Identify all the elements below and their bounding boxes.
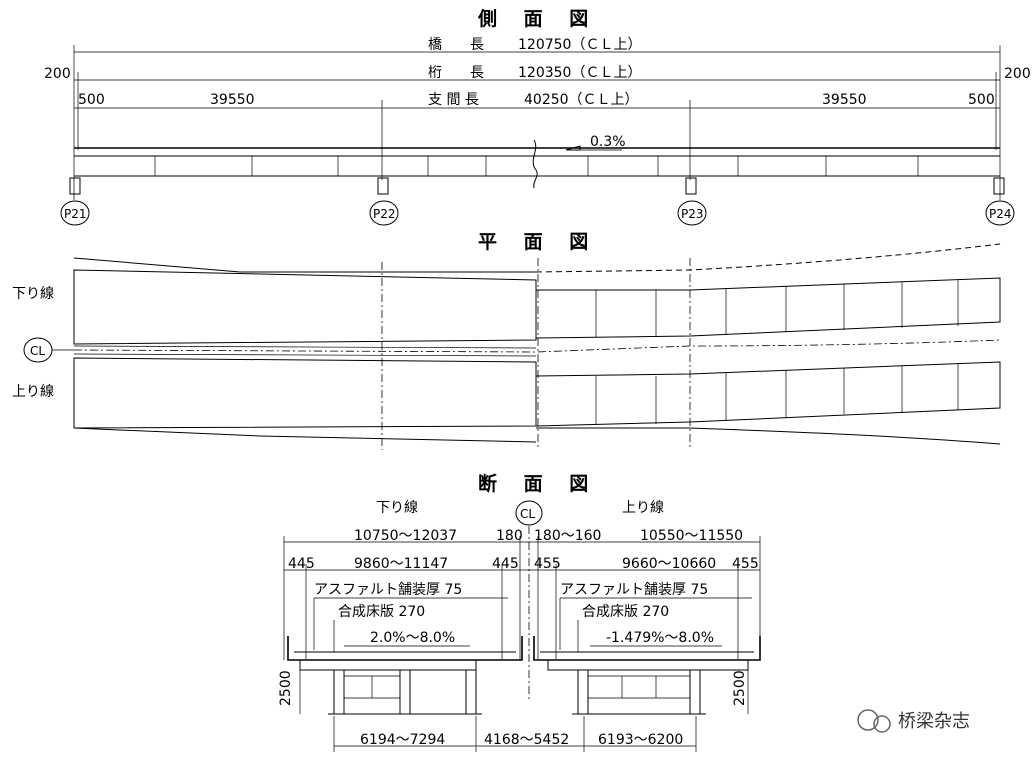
gradient-label: 0.3%	[590, 134, 626, 150]
left-edge-dim-left: 445	[288, 556, 315, 572]
right-height-dim: 2500	[732, 670, 748, 706]
right-edge-dim-right: 455	[732, 556, 759, 572]
right-asphalt-note: アスファルト舗装厚 75	[560, 582, 708, 598]
plan-view-title: 平 面 図	[478, 231, 598, 253]
pier-p24: P24	[985, 200, 1015, 226]
cross-section: 断 面 図 CL 下り線 上り線 10750～12037 180 180～160…	[278, 472, 761, 752]
right-girder-spacing: 6193～6200	[598, 732, 683, 748]
plan-view: 平 面 図 CL	[12, 231, 1001, 450]
bearing-dim-left: 500	[78, 92, 105, 108]
span-dim-right: 39550	[822, 92, 867, 108]
side-view: 側 面 図 橋 長 120750（ＣＬ上） 桁 長 120350（ＣＬ上） 20…	[44, 8, 1031, 226]
centerline-marker	[23, 337, 53, 363]
down-line-label: 下り線	[12, 286, 54, 302]
left-girder-spacing: 6194～7294	[360, 732, 445, 748]
girder-length-value: 120350（ＣＬ上）	[518, 65, 641, 81]
bridge-length-value: 120750（ＣＬ上）	[518, 37, 641, 53]
section-right-name: 上り線	[622, 500, 664, 516]
pier-label: P21	[64, 207, 87, 221]
section-centerline-label: CL	[520, 507, 535, 521]
right-overall-dim: 10550～11550	[640, 528, 743, 544]
left-median-dim: 180	[496, 528, 523, 544]
watermark: 桥梁杂志	[857, 709, 970, 733]
watermark-icon	[857, 709, 879, 731]
side-view-title: 側 面 図	[477, 8, 598, 30]
median-gap: 4168～5452	[484, 732, 569, 748]
pier-p23: P23	[677, 200, 707, 226]
section-view-title: 断 面 図	[478, 472, 598, 495]
right-edge-dim-left: 455	[534, 556, 561, 572]
left-roadway-dim: 9860～11147	[354, 556, 448, 572]
pier-label: P22	[373, 207, 396, 221]
stiffeners	[154, 156, 919, 176]
up-line-label: 上り線	[12, 384, 54, 400]
left-crossfall: 2.0%～8.0%	[370, 630, 455, 646]
section-centerline-marker	[515, 500, 543, 526]
left-overall-dim: 10750～12037	[354, 528, 457, 544]
right-roadway-dim: 9660～10660	[622, 556, 716, 572]
girder-length-label: 桁 長	[428, 65, 484, 81]
left-asphalt-note: アスファルト舗装厚 75	[314, 582, 462, 598]
pier-p22: P22	[369, 200, 399, 226]
span-length-value: 40250（ＣＬ上）	[524, 92, 639, 108]
pier-label: P24	[989, 207, 1012, 221]
bearings	[69, 177, 1005, 195]
up-line-cross-beams	[595, 364, 959, 425]
bearing-dim-right: 500	[968, 92, 995, 108]
pier-p21: P21	[60, 200, 90, 226]
end-dim-left: 200	[44, 66, 71, 82]
plan-centerline-label: CL	[30, 344, 45, 358]
end-dim-right: 200	[1004, 66, 1031, 82]
section-left-name: 下り線	[376, 500, 418, 516]
right-slab-note: 合成床版 270	[582, 604, 669, 620]
left-edge-dim-right: 445	[492, 556, 519, 572]
right-crossfall: -1.479%～8.0%	[606, 630, 714, 646]
span-length-label: 支 間 長	[428, 92, 479, 108]
span-dim-left: 39550	[210, 92, 255, 108]
pier-label: P23	[681, 207, 704, 221]
left-height-dim: 2500	[278, 670, 294, 706]
watermark-text: 桥梁杂志	[898, 711, 970, 732]
down-line-cross-beams	[595, 280, 959, 337]
left-slab-note: 合成床版 270	[338, 604, 425, 620]
bridge-length-label: 橋 長	[428, 37, 484, 53]
right-median-dim: 180～160	[534, 528, 601, 544]
